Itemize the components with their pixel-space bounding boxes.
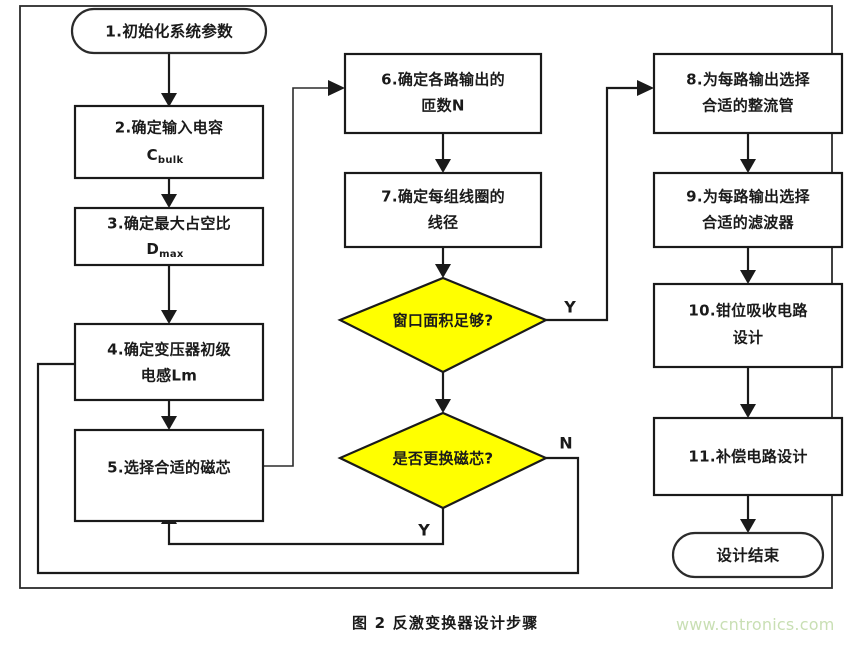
edge-n11-end [740, 495, 756, 533]
edge-n1-n2 [161, 53, 177, 107]
node-label-n2-sub: bulk [158, 155, 184, 166]
edge-n4-n5 [161, 400, 177, 430]
node-label-n3-main: D [146, 240, 159, 258]
node-label-n8-line1: 8.为每路输出选择 [686, 71, 811, 89]
branch-label-d2-no: N [559, 434, 572, 453]
node-initialize-parameters[interactable]: 1.初始化系统参数 [70, 7, 268, 55]
node-label-n3-line1: 3.确定最大占空比 [107, 215, 231, 233]
node-clamp-snubber-design[interactable]: 10.钳位吸收电路 设计 [652, 282, 844, 369]
node-label-end: 设计结束 [716, 546, 779, 565]
node-label-n4-line2: 电感Lm [141, 367, 197, 385]
site-watermark: www.cntronics.com [676, 615, 835, 634]
node-decision-replace-core[interactable]: 是否更换磁芯? [337, 411, 549, 510]
node-label-n1: 1.初始化系统参数 [105, 22, 233, 41]
branch-label-d2-yes: Y [417, 521, 430, 540]
node-label-n6-line1: 6.确定各路输出的 [381, 71, 505, 89]
node-label-n2-main: C [147, 146, 158, 164]
node-select-filter[interactable]: 9.为每路输出选择 合适的滤波器 [652, 171, 844, 249]
edge-n7-d1 [435, 247, 451, 278]
node-determine-wire-gauge[interactable]: 7.确定每组线圈的 线径 [343, 171, 543, 249]
node-label-n2-line2: Cbulk [147, 146, 184, 167]
edge-n3-n4 [161, 265, 177, 324]
edge-n6-n7 [435, 133, 451, 173]
node-determine-max-duty-cycle[interactable]: 3.确定最大占空比 Dmax [73, 206, 265, 267]
node-label-d2: 是否更换磁芯? [392, 450, 494, 468]
edge-d1-d2 [435, 372, 451, 413]
edge-n9-n10 [740, 247, 756, 284]
node-determine-primary-inductance[interactable]: 4.确定变压器初级 电感Lm [73, 322, 265, 402]
node-design-end[interactable]: 设计结束 [671, 531, 825, 579]
node-determine-input-capacitor[interactable]: 2.确定输入电容 Cbulk [73, 104, 265, 180]
node-label-n11: 11.补偿电路设计 [688, 448, 807, 466]
node-label-n6-line2: 匝数N [421, 97, 464, 115]
node-label-d1: 窗口面积足够? [393, 312, 494, 330]
node-label-n3-line2: Dmax [146, 240, 184, 261]
node-label-n9-line1: 9.为每路输出选择 [686, 188, 811, 206]
edge-n2-n3 [161, 178, 177, 208]
node-select-suitable-core[interactable]: 5.选择合适的磁芯 [73, 428, 265, 523]
node-determine-turns-count[interactable]: 6.确定各路输出的 匝数N [343, 52, 543, 135]
node-label-n5: 5.选择合适的磁芯 [107, 459, 231, 477]
edge-d1-n8-yes [546, 80, 654, 322]
branch-label-d1-yes: Y [563, 298, 576, 317]
node-label-n3-sub: max [159, 249, 184, 260]
node-select-rectifier[interactable]: 8.为每路输出选择 合适的整流管 [652, 52, 844, 135]
figure-caption: 图 2 反激变换器设计步骤 [352, 614, 539, 632]
node-label-n8-line2: 合适的整流管 [701, 97, 794, 115]
node-label-n2-line1: 2.确定输入电容 [115, 119, 224, 137]
node-label-n10-line2: 设计 [733, 329, 764, 347]
node-compensation-circuit-design[interactable]: 11.补偿电路设计 [652, 416, 844, 497]
node-label-n10-line1: 10.钳位吸收电路 [688, 302, 808, 320]
node-label-n7-line1: 7.确定每组线圈的 [381, 188, 505, 206]
node-label-n9-line2: 合适的滤波器 [701, 214, 795, 232]
node-decision-window-area[interactable]: 窗口面积足够? [337, 276, 549, 374]
edge-n8-n9 [740, 133, 756, 173]
edge-n10-n11 [740, 367, 756, 418]
node-label-n4-line1: 4.确定变压器初级 [107, 341, 232, 359]
node-label-n7-line2: 线径 [428, 214, 459, 232]
edge-n5-n6 [263, 80, 345, 467]
